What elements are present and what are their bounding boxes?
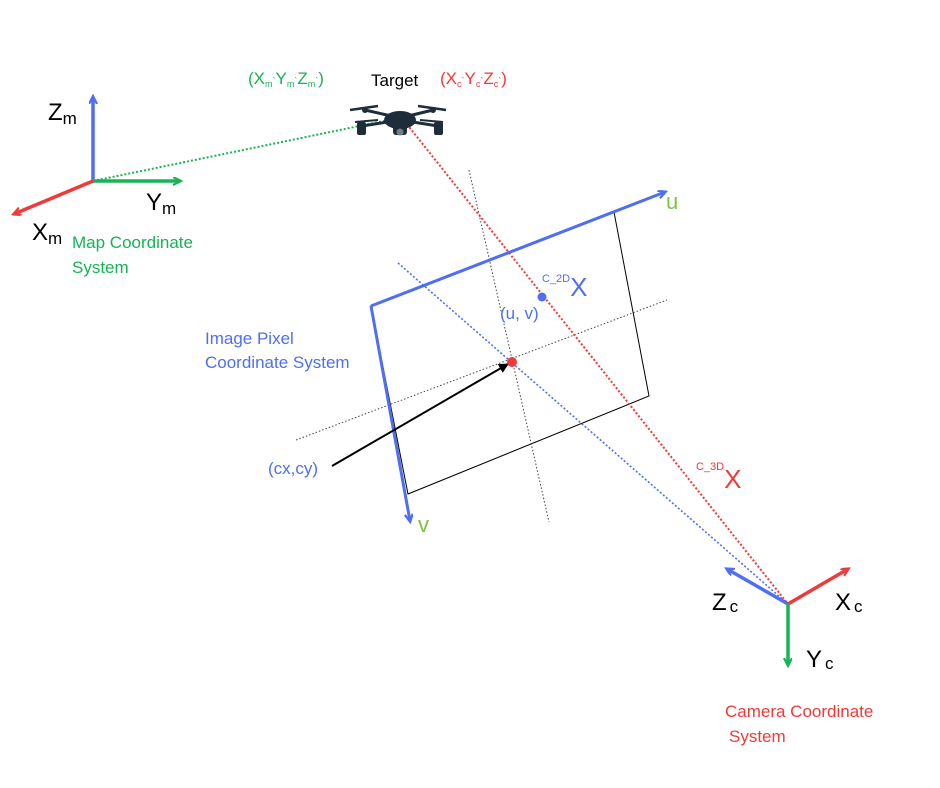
target-label: Target — [371, 71, 419, 90]
optical-axis-ray — [397, 262, 789, 605]
principal-axis-horizontal — [295, 299, 668, 441]
v-axis — [369, 305, 410, 521]
principal-point-label: (cx,cy) — [268, 459, 318, 478]
u-axis — [370, 192, 665, 308]
principal-point-pointer — [331, 363, 509, 467]
projection-rays — [92, 117, 789, 605]
point-3d-label: C_3DX — [696, 461, 741, 494]
map-caption-line1: Map Coordinate — [72, 233, 193, 252]
camera-caption-line1: Camera Coordinate — [725, 702, 873, 721]
map-coordinate-system: Zm Ym Xm Map Coordinate System — [14, 97, 193, 277]
image-plane: u v Image Pixel Coordinate System — [205, 169, 678, 537]
projected-point-marker — [537, 292, 547, 302]
camera-z-axis — [727, 569, 789, 606]
v-axis-label: v — [418, 512, 429, 537]
target-camera-coords: (Xc`Yc`Zc`) — [440, 69, 507, 89]
image-caption-line2: Coordinate System — [205, 353, 350, 372]
image-caption-line1: Image Pixel — [205, 329, 294, 348]
principal-axis-vertical — [468, 169, 550, 523]
map-x-label: Xm — [32, 219, 62, 248]
principal-point-marker — [507, 357, 517, 367]
map-z-label: Zm — [48, 99, 77, 128]
map-to-target-ray — [92, 117, 399, 182]
point-2d-label: C_2DX — [542, 272, 587, 302]
image-points: C_2DX (u, v) (cx,cy) C_3DX — [268, 272, 741, 494]
camera-x-axis — [787, 569, 848, 606]
camera-caption-line2: System — [729, 727, 786, 746]
u-axis-label: u — [666, 189, 678, 214]
drone-icon — [349, 104, 447, 136]
map-y-label: Ym — [146, 189, 176, 218]
map-x-axis — [14, 179, 94, 214]
camera-to-target-ray — [401, 117, 789, 605]
point-uv-label: (u, v) — [500, 304, 539, 323]
target-group: (Xm`Ym`Zm`) Target (Xc`Yc`Zc`) — [248, 69, 507, 136]
target-map-coords: (Xm`Ym`Zm`) — [248, 69, 324, 89]
map-caption-line2: System — [72, 258, 129, 277]
